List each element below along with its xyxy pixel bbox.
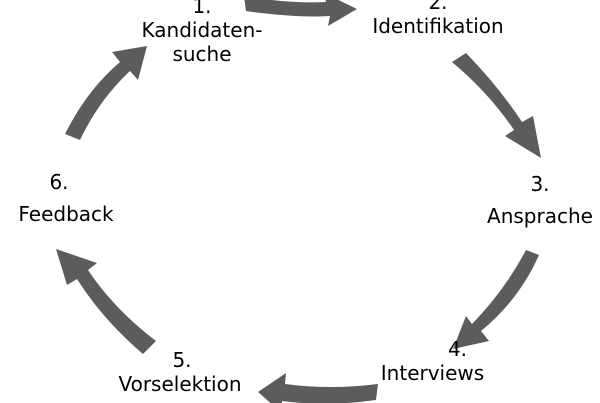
step-4-number: 4. xyxy=(447,337,468,361)
step-1-label: 1. Kandidaten- suche xyxy=(112,0,292,66)
step-5-label: 5. Vorselektion xyxy=(95,348,265,396)
step-5-title: Vorselektion xyxy=(118,372,242,396)
step-6-title: Feedback xyxy=(18,202,114,226)
step-2-number: 2. xyxy=(428,0,448,14)
arrow-1-to-2 xyxy=(244,0,357,26)
step-3-number: 3. xyxy=(530,172,550,196)
arrow-2-to-3 xyxy=(452,53,541,158)
arrow-4-to-5 xyxy=(258,373,378,403)
step-3-title: Ansprache xyxy=(487,204,593,228)
step-6-label: 6. Feedback xyxy=(0,170,132,226)
step-6-number: 6. xyxy=(49,170,69,194)
step-1-title: Kandidaten- xyxy=(141,18,263,42)
step-5-number: 5. xyxy=(172,348,192,372)
arrow-5-to-6 xyxy=(56,249,156,354)
step-4-label: 4. Interviews xyxy=(355,337,510,385)
step-2-label: 2. Identifikation xyxy=(343,0,533,38)
step-1-title-line2: suche xyxy=(172,42,232,66)
step-3-label: 3. Ansprache xyxy=(470,172,600,228)
step-4-title: Interviews xyxy=(380,361,485,385)
arrow-6-to-1 xyxy=(65,46,147,140)
step-2-title: Identifikation xyxy=(372,14,504,38)
step-1-number: 1. xyxy=(192,0,212,18)
arrow-3-to-4 xyxy=(453,250,539,349)
